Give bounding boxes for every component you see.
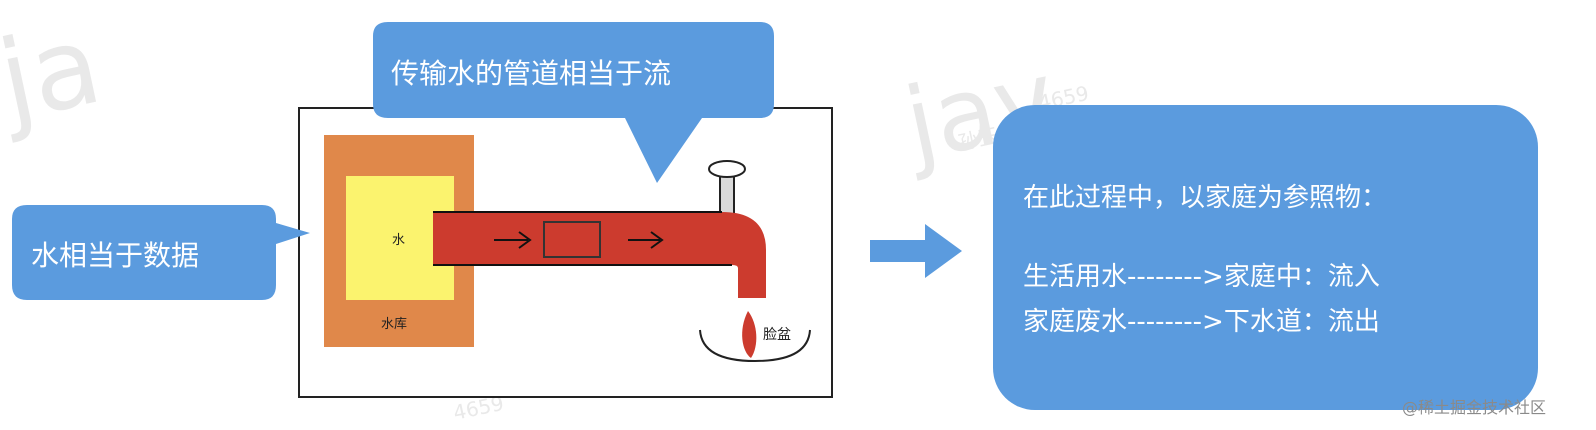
explanation-line: 生活用水-------->家庭中：流入	[1023, 262, 1380, 292]
callout-data-bubble	[12, 205, 310, 300]
faucet-knob	[708, 160, 746, 178]
basin: 脸盆	[699, 311, 811, 363]
faucet-stem	[719, 175, 735, 217]
reservoir-label: 水库	[381, 316, 407, 332]
source-credit: @稀土掘金技术社区	[1402, 398, 1546, 417]
water-label: 水	[392, 233, 405, 248]
callout-data-text: 水相当于数据	[31, 239, 199, 272]
explanation-panel: 在此过程中，以家庭为参照物： 生活用水-------->家庭中：流入 家庭废水-…	[993, 105, 1538, 410]
explanation-heading: 在此过程中，以家庭为参照物：	[1023, 183, 1387, 213]
basin-bowl	[699, 329, 811, 363]
callout-stream-bubble	[373, 22, 774, 183]
callout-stream: 传输水的管道相当于流	[373, 22, 774, 183]
faucet-handle	[708, 160, 746, 217]
reservoir: 水 水库	[324, 135, 474, 347]
flow-arrow-1	[494, 231, 532, 249]
water-stream	[742, 311, 757, 358]
flow-arrow-2	[628, 231, 664, 249]
callout-data: 水相当于数据	[12, 205, 310, 300]
explanation-panel-background	[993, 105, 1538, 410]
callout-stream-text: 传输水的管道相当于流	[391, 57, 671, 90]
basin-label: 脸盆	[763, 327, 791, 343]
explanation-line: 家庭废水-------->下水道：流出	[1023, 307, 1380, 337]
data-packet	[543, 221, 601, 258]
transition-arrow	[870, 224, 962, 278]
watermark-large-text: ja	[0, 0, 111, 146]
